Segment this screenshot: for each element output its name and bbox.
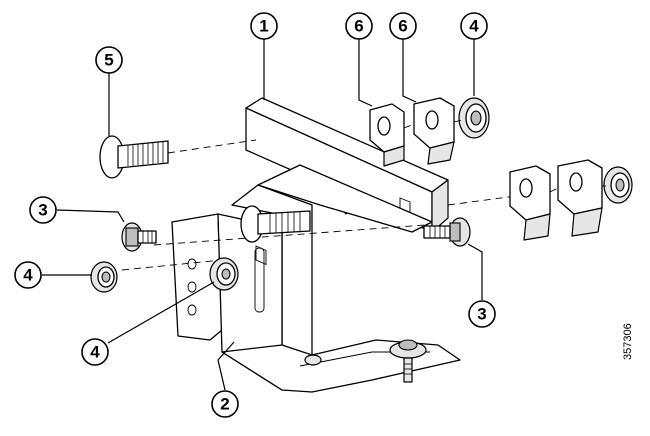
figure-id: 357306 bbox=[622, 323, 634, 360]
nut-left bbox=[90, 261, 118, 293]
callout-4-bottom: 4 bbox=[81, 338, 109, 366]
clip-3 bbox=[509, 165, 551, 241]
callout-2: 2 bbox=[211, 390, 239, 418]
clip-2 bbox=[413, 97, 455, 165]
callout-4-left-label: 4 bbox=[23, 266, 33, 285]
callout-4-top: 4 bbox=[460, 12, 488, 40]
screw-right bbox=[423, 217, 471, 247]
upper-mounting-bar bbox=[245, 97, 449, 266]
callout-4-left: 4 bbox=[14, 261, 42, 289]
callout-5: 5 bbox=[95, 46, 123, 74]
alignment-lines bbox=[121, 139, 517, 271]
callout-3-right: 3 bbox=[468, 300, 496, 328]
callout-6-right-label: 6 bbox=[398, 17, 407, 36]
callout-6-left: 6 bbox=[345, 12, 373, 40]
callout-3-left-label: 3 bbox=[38, 201, 47, 220]
carriage-bolt bbox=[99, 135, 169, 179]
nut-bracket bbox=[209, 257, 239, 291]
callout-5-label: 5 bbox=[104, 51, 113, 70]
leader-lines bbox=[42, 38, 483, 391]
callout-3-left: 3 bbox=[29, 196, 57, 224]
nut-top-right bbox=[458, 97, 490, 139]
clip-1 bbox=[369, 103, 405, 167]
lower-mounting-bracket bbox=[171, 184, 461, 393]
callout-2-label: 2 bbox=[220, 395, 229, 414]
callout-4-top-label: 4 bbox=[469, 17, 479, 36]
screw-left bbox=[121, 222, 157, 252]
callout-6-right: 6 bbox=[389, 12, 417, 40]
callout-1-label: 1 bbox=[259, 17, 268, 36]
clip-4 bbox=[557, 159, 603, 237]
callout-4-bottom-label: 4 bbox=[90, 343, 100, 362]
callout-3-right-label: 3 bbox=[477, 305, 486, 324]
callout-1: 1 bbox=[250, 12, 278, 40]
bracket-carriage-bolt bbox=[240, 205, 311, 243]
nut-far-right bbox=[603, 166, 633, 204]
callout-6-left-label: 6 bbox=[354, 17, 363, 36]
